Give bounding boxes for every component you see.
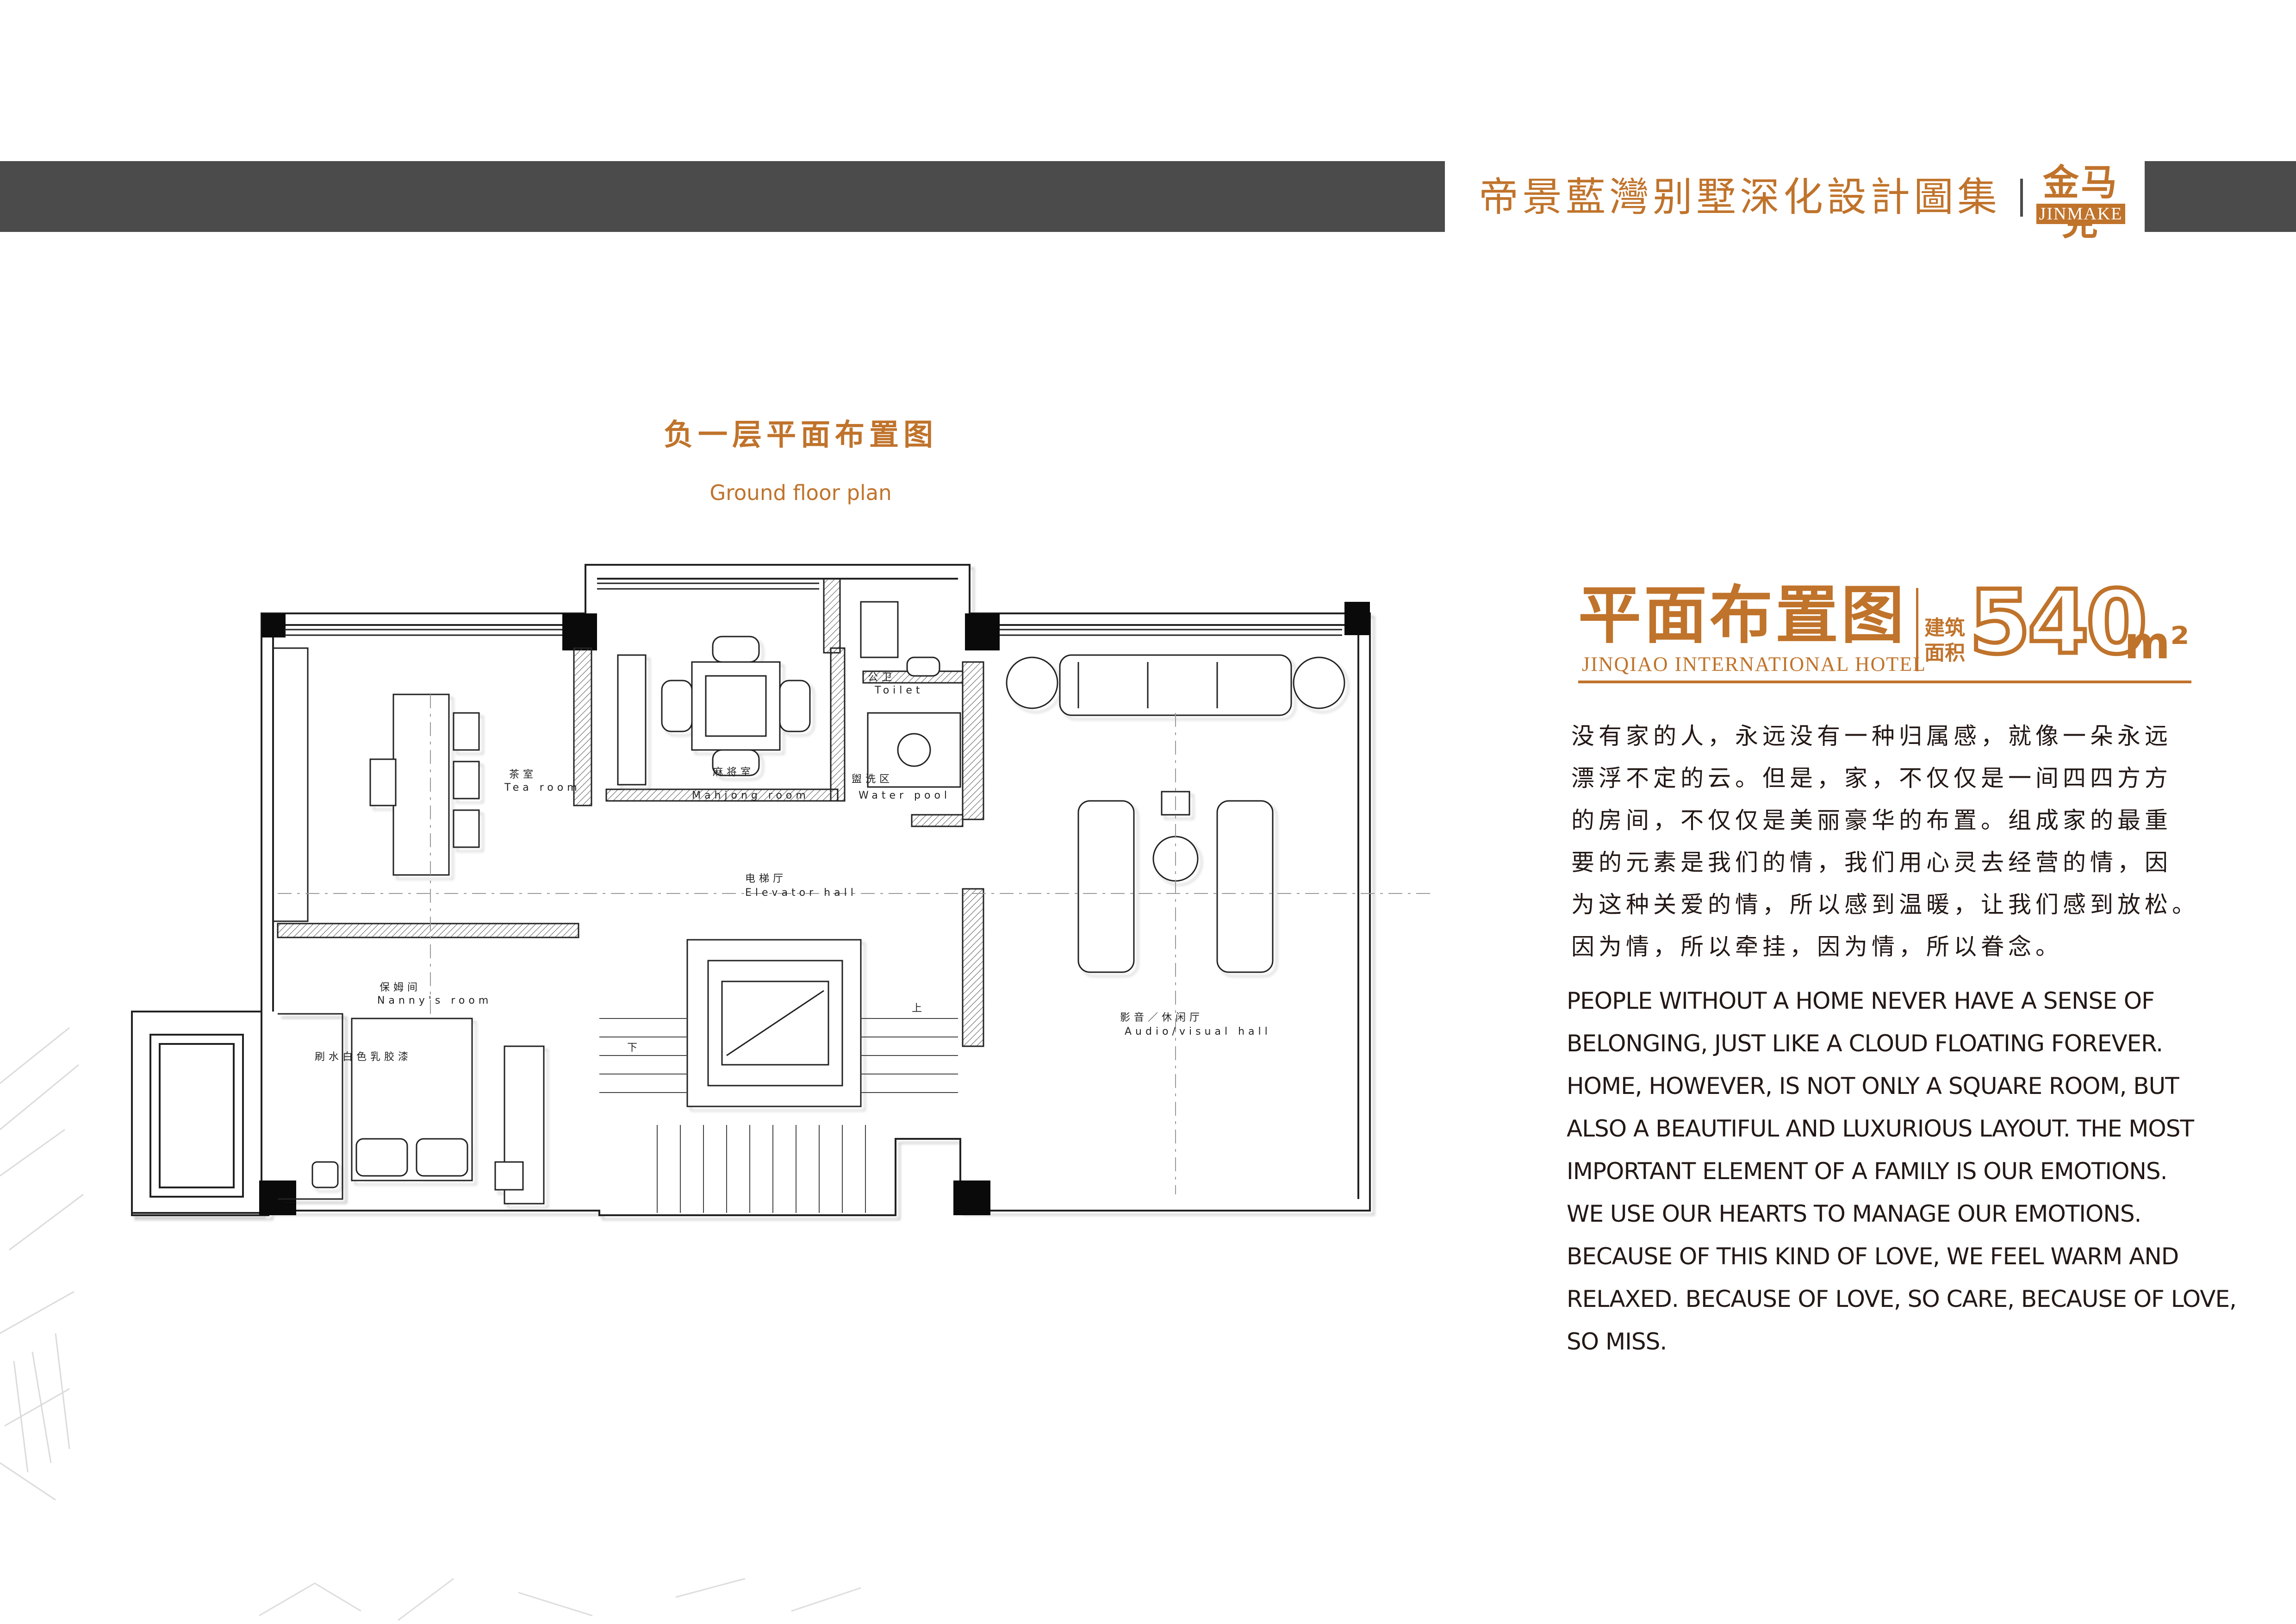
area-label-line2: 面积 xyxy=(1924,641,1965,665)
info-heading-separator xyxy=(1916,588,1918,671)
header-band-right xyxy=(2145,161,2296,232)
label-nanny-cn: 保姆间 xyxy=(380,982,421,993)
label-toilet-en: Toilet xyxy=(874,685,924,696)
area-label-line1: 建筑 xyxy=(1924,616,1965,640)
elevator-core xyxy=(686,939,862,1107)
guide-lines xyxy=(278,694,1435,1194)
header-band-left xyxy=(0,161,1445,232)
body-cn-line: 没有家的人，永远没有一种归属感，就像一朵永远 xyxy=(1571,723,2172,750)
plan-title-cn: 负一层平面布置图 xyxy=(664,418,938,452)
label-wash-cn: 盥洗区 xyxy=(852,774,893,785)
plan-title-en: Ground floor plan xyxy=(709,481,892,505)
body-en-line: SO MISS. xyxy=(1567,1328,1667,1355)
body-cn-line: 的房间，不仅仅是美丽豪华的布置。组成家的最重 xyxy=(1571,807,2172,834)
label-elevator-en: Elevator hall xyxy=(745,887,857,899)
mahjong-table xyxy=(617,636,811,786)
body-en-line: HOME, HOWEVER, IS NOT ONLY A SQUARE ROOM… xyxy=(1567,1073,2179,1099)
windows xyxy=(273,582,1342,922)
structural-columns xyxy=(259,602,1370,1215)
label-tea-en: Tea room xyxy=(504,782,581,793)
body-en-line: WE USE OUR HEARTS TO MANAGE OUR EMOTIONS… xyxy=(1567,1200,2141,1227)
background-sketch-bottom xyxy=(259,1578,861,1621)
brand-name-en: JINMAKE xyxy=(2036,204,2125,224)
body-en-line: RELAXED. BECAUSE OF LOVE, SO CARE, BECAU… xyxy=(1567,1286,2237,1312)
area-unit: m² xyxy=(2124,618,2190,669)
area-label: 建筑 面积 xyxy=(1922,616,1968,667)
body-text-cn: 没有家的人，永远没有一种归属感，就像一朵永远 漂浮不定的云。但是，家，不仅仅是一… xyxy=(1571,715,2210,965)
toilet-fixtures xyxy=(860,601,961,788)
body-en-line: ALSO A BEAUTIFUL AND LUXURIOUS LAYOUT. T… xyxy=(1567,1115,2194,1142)
area-value: 540 xyxy=(1967,571,2150,674)
document-title: 帝景藍灣别墅深化設計圖集 xyxy=(1479,174,2001,220)
label-elevator-cn: 电梯厅 xyxy=(745,873,787,885)
body-text-en: PEOPLE WITHOUT A HOME NEVER HAVE A SENSE… xyxy=(1567,980,2237,1368)
label-mahjong-cn: 麻将室 xyxy=(713,767,754,778)
av-hall-furniture xyxy=(1006,654,1345,973)
label-mahjong-en: Mahjong room xyxy=(692,790,809,801)
label-up: 上 xyxy=(912,1003,926,1014)
label-toilet-cn: 公卫 xyxy=(868,672,896,683)
header-divider xyxy=(2020,179,2023,217)
label-down: 下 xyxy=(627,1042,641,1054)
brand-logo: 金马克 JINMAKE xyxy=(2033,162,2129,243)
tea-room-furniture xyxy=(369,693,480,876)
info-heading-cn: 平面布置图 xyxy=(1578,579,1907,652)
body-en-line: PEOPLE WITHOUT A HOME NEVER HAVE A SENSE… xyxy=(1567,987,2155,1014)
brand-name-cn: 金马克 xyxy=(2042,162,2119,243)
background-sketch-left xyxy=(0,1027,84,1501)
label-paint-note: 刷水白色乳胶漆 xyxy=(315,1051,412,1063)
body-cn-line: 因为情，所以牵挂，因为情，所以眷念。 xyxy=(1571,933,2063,960)
label-av-cn: 影音／休闲厅 xyxy=(1120,1012,1203,1024)
interior-walls xyxy=(277,578,984,1047)
label-nanny-en: Nanny's room xyxy=(377,995,492,1006)
info-heading-en: JINQIAO INTERNATIONAL HOTEL xyxy=(1582,653,1927,675)
body-cn-line: 为这种关爱的情，所以感到温暖，让我们感到放松。 xyxy=(1571,891,2199,918)
body-en-line: BECAUSE OF THIS KIND OF LOVE, WE FEEL WA… xyxy=(1567,1243,2179,1270)
body-en-line: BELONGING, JUST LIKE A CLOUD FLOATING FO… xyxy=(1567,1030,2163,1057)
label-av-en: Audio/visual hall xyxy=(1125,1026,1271,1037)
info-heading-rule xyxy=(1578,681,2191,683)
body-en-line: IMPORTANT ELEMENT OF A FAMILY IS OUR EMO… xyxy=(1567,1158,2168,1185)
floor-plan-drawing: 茶室 Tea room 麻将室 Mahjong room 公卫 Toilet 盥… xyxy=(131,564,1435,1216)
nanny-room-furniture xyxy=(278,1013,545,1205)
label-wash-en: Water pool xyxy=(859,790,951,801)
stairs xyxy=(599,1018,958,1213)
body-cn-line: 要的元素是我们的情，我们用心灵去经营的情，因 xyxy=(1571,849,2172,876)
label-tea-cn: 茶室 xyxy=(509,769,537,781)
body-cn-line: 漂浮不定的云。但是，家，不仅仅是一间四四方方 xyxy=(1571,765,2172,792)
